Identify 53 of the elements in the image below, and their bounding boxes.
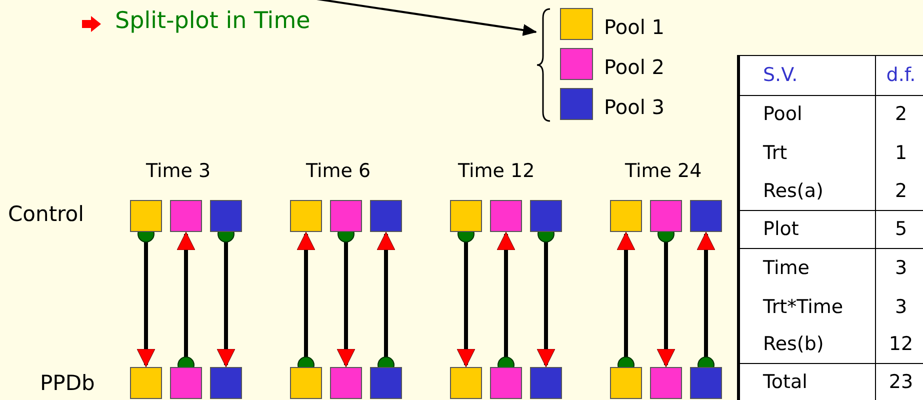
table-cell-text: 5 (894, 220, 908, 238)
pool-square (170, 200, 202, 232)
column-label: Time 6 (306, 162, 371, 181)
pool-square (130, 200, 162, 232)
pool-square (370, 200, 402, 232)
table-cell-text: 2 (894, 105, 908, 124)
table-cell-text: 2 (894, 182, 908, 200)
pool-square (170, 367, 202, 399)
pool-square (130, 367, 162, 399)
pool-square (450, 200, 482, 232)
pool-square (690, 367, 722, 399)
pool-square (650, 200, 682, 232)
pool-square (210, 367, 242, 399)
pool-square (610, 367, 642, 399)
curly-bracket (536, 8, 552, 122)
table-cell: Res(a) (763, 182, 824, 200)
row-label: Control (8, 204, 84, 225)
pool-square (530, 367, 562, 399)
pool-square (330, 367, 362, 399)
pool-square (490, 200, 522, 232)
legend-label: Pool 1 (604, 17, 664, 37)
pool-square (330, 200, 362, 232)
pool-square (290, 200, 322, 232)
table-cell-text: 23 (888, 372, 914, 392)
column-label: Time 24 (625, 162, 702, 181)
table-cell: Plot (763, 220, 799, 238)
column-label: Time 3 (146, 162, 211, 181)
table-cell-text: 3 (894, 298, 908, 316)
pool-square (370, 367, 402, 399)
table-cell: Res(b) (763, 335, 824, 354)
title: Split-plot in Time (115, 10, 310, 33)
pool-square (650, 367, 682, 399)
table-cell-text: 3 (894, 258, 908, 278)
legend-label: Pool 3 (604, 97, 664, 117)
pool-square (290, 367, 322, 399)
table-cell-text: 12 (888, 335, 914, 354)
table-cell: Total (763, 372, 808, 392)
pool-square (450, 367, 482, 399)
pool-square (490, 367, 522, 399)
table-cell-text: 1 (894, 144, 908, 162)
table-cell: Time (763, 258, 810, 278)
pool-square (690, 200, 722, 232)
table-header: d.f. (885, 66, 917, 84)
pool-square (210, 200, 242, 232)
table-cell: Trt (763, 144, 788, 162)
row-label: PPDb (40, 373, 95, 394)
pool-square (610, 200, 642, 232)
table-cell: Trt*Time (763, 298, 844, 316)
pool-square (530, 200, 562, 232)
table-header: S.V. (763, 66, 798, 84)
legend-label: Pool 2 (604, 57, 664, 77)
table-cell: Pool (763, 105, 802, 124)
column-label: Time 12 (458, 162, 535, 181)
